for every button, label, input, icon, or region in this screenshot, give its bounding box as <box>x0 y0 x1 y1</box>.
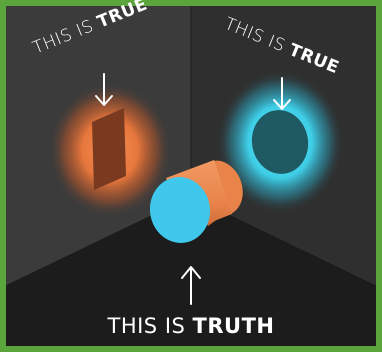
square-shadow <box>92 108 126 190</box>
bottom-label: THIS IS TRUTH <box>0 314 382 338</box>
bottom-label-prefix: THIS IS <box>108 314 193 338</box>
bottom-label-emphasis: TRUTH <box>193 314 275 338</box>
